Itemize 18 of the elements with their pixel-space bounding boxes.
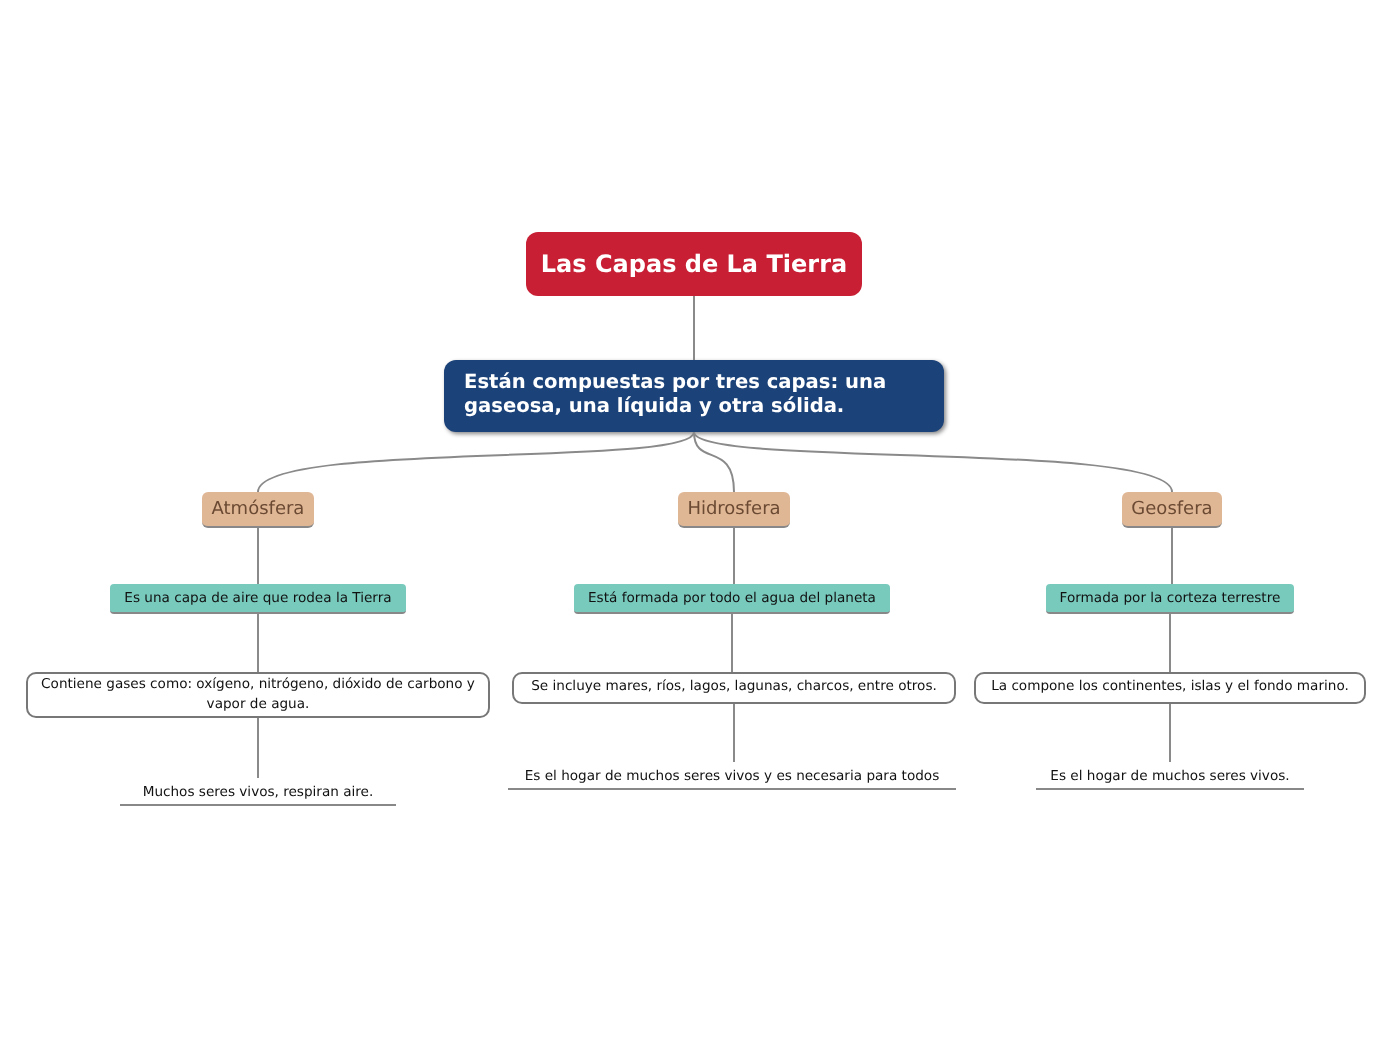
- connector-line: [1171, 527, 1173, 585]
- connector-line: [733, 527, 735, 585]
- connector-line: [257, 527, 259, 585]
- category-box: Geosfera: [1122, 492, 1222, 528]
- connector-line: [693, 431, 1173, 493]
- connector-line: [257, 613, 259, 673]
- connector-line: [731, 613, 733, 673]
- connector-line: [733, 703, 735, 763]
- title-box: Las Capas de La Tierra: [526, 232, 862, 296]
- category-box: Hidrosfera: [678, 492, 790, 528]
- connector-line: [693, 431, 735, 493]
- connector-line: [257, 717, 259, 779]
- connector-line: [257, 431, 695, 493]
- topic-box: Están compuestas por tres capas: una gaseosa, una líquida y otra sólida.: [444, 360, 944, 432]
- category-box: Atmósfera: [202, 492, 314, 528]
- connector-line: [1169, 613, 1171, 673]
- connector-line: [693, 295, 695, 361]
- connector-line: [1169, 703, 1171, 763]
